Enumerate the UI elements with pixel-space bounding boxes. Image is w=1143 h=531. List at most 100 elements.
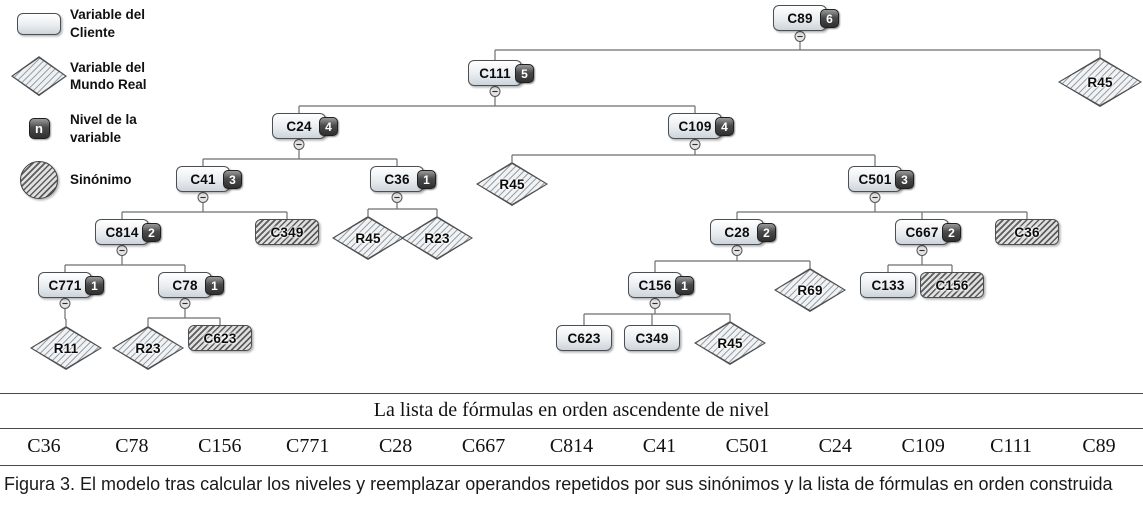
table-cell: C78 (115, 435, 149, 457)
node-label: R11 (53, 340, 79, 356)
synonym-node-c349: C349 (255, 219, 319, 245)
collapse-toggle-icon (197, 192, 209, 203)
level-badge: 2 (942, 223, 961, 242)
node-label: R45 (355, 230, 381, 246)
table-cell: C28 (378, 435, 413, 457)
node-label: C109 (678, 118, 712, 134)
node-label: C24 (286, 118, 312, 134)
node-label: C501 (858, 171, 892, 187)
synonym-icon (20, 161, 58, 200)
level-badge: 1 (205, 276, 224, 295)
level-badge: 1 (675, 276, 694, 295)
collapse-toggle-icon (649, 298, 661, 309)
legend-item-client-variable: Variable del Cliente (8, 6, 218, 41)
tree-edges (59, 31, 1101, 326)
node-label: C623 (567, 330, 601, 346)
legend-label: Variable del Cliente (70, 7, 146, 40)
client-variable-icon (17, 12, 61, 35)
node-label: R69 (797, 282, 823, 298)
collapse-toggle-icon (869, 192, 881, 203)
table-cell: C41 (642, 435, 677, 457)
node-label: C156 (935, 277, 969, 293)
node-label: C28 (724, 224, 750, 240)
client-node-c41: C41 3 (176, 166, 242, 192)
node-label: C111 (479, 65, 511, 81)
level-badge: 4 (319, 117, 338, 136)
node-label: C36 (1014, 224, 1040, 240)
client-node-c78: C78 1 (158, 272, 224, 298)
collapse-toggle-icon (794, 31, 806, 42)
table-cell: C24 (818, 435, 852, 457)
table-cell: C89 (1082, 435, 1116, 457)
table-cell: C814 (549, 435, 594, 457)
node-label: C623 (203, 330, 237, 346)
legend-label: Variable del Mundo Real (70, 59, 147, 93)
client-node-c349: C349 (624, 325, 680, 351)
collapse-toggle-icon (391, 192, 403, 203)
level-badge: 2 (757, 223, 776, 242)
table-cell: C156 (198, 435, 242, 457)
level-badge: 3 (223, 170, 242, 189)
collapse-toggle-icon (293, 139, 305, 150)
synonym-node-c156: C156 (920, 272, 984, 298)
client-node-c24: C24 4 (272, 113, 338, 139)
level-badge: 6 (820, 9, 839, 28)
table-cell: C667 (461, 435, 506, 457)
node-label: R45 (499, 176, 525, 192)
legend-label: Nivel de la variable (70, 112, 137, 145)
synonym-node-c623: C623 (188, 325, 252, 351)
table-title: La lista de fórmulas en orden ascendente… (0, 393, 1143, 428)
node-label: C814 (105, 224, 139, 240)
collapse-toggle-icon (689, 139, 701, 150)
legend-item-variable-level: n Nivel de la variable (8, 111, 218, 146)
table-cells: C36 C78 C156 C771 C28 C667 C814 C41 C501 C24 C109 C… (0, 428, 1143, 466)
node-label: C78 (172, 277, 198, 293)
node-label: C36 (384, 171, 410, 187)
node-label: C349 (635, 330, 669, 346)
collapse-toggle-icon (489, 86, 501, 97)
figure-caption: Figura 3. El modelo tras calcular los ni… (4, 474, 1113, 494)
collapse-toggle-icon (179, 298, 191, 309)
node-label: R45 (717, 335, 743, 351)
node-label: C133 (871, 277, 905, 293)
level-badge: 2 (142, 223, 161, 242)
collapse-toggle-icon (916, 245, 928, 256)
level-badge: 1 (417, 170, 436, 189)
client-node-c89: C89 6 (773, 5, 839, 31)
level-badge: 3 (895, 170, 914, 189)
collapse-toggle-icon (59, 298, 71, 309)
client-node-c28: C28 2 (710, 219, 776, 245)
formula-table: La lista de fórmulas en orden ascendente… (0, 393, 1143, 466)
node-label: C89 (787, 10, 813, 26)
table-cell: C501 (725, 435, 769, 457)
legend-label: Sinónimo (70, 172, 132, 188)
table-cell: C36 (27, 435, 61, 457)
table-cell: C109 (901, 435, 945, 457)
legend-item-real-world-variable: Variable del Mundo Real (8, 56, 218, 97)
node-label: R23 (424, 230, 450, 246)
client-node-c623: C623 (556, 325, 612, 351)
table-cell: C771 (286, 435, 330, 457)
legend: Variable del Cliente Variable del Mundo … (8, 6, 218, 214)
synonym-node-c36: C36 (995, 219, 1059, 245)
node-label: C667 (905, 224, 939, 240)
level-badge-icon: n (28, 118, 50, 140)
legend-item-synonym: Sinónimo (8, 161, 218, 200)
node-label: C156 (638, 277, 672, 293)
level-badge: 4 (715, 117, 734, 136)
client-node-c133: C133 (860, 272, 916, 298)
table-cell: C111 (990, 435, 1033, 457)
level-badge: 5 (515, 64, 534, 83)
node-label: C41 (190, 171, 216, 187)
node-label: C771 (48, 277, 82, 293)
node-label: R45 (1087, 74, 1113, 90)
node-label: R23 (135, 340, 161, 356)
